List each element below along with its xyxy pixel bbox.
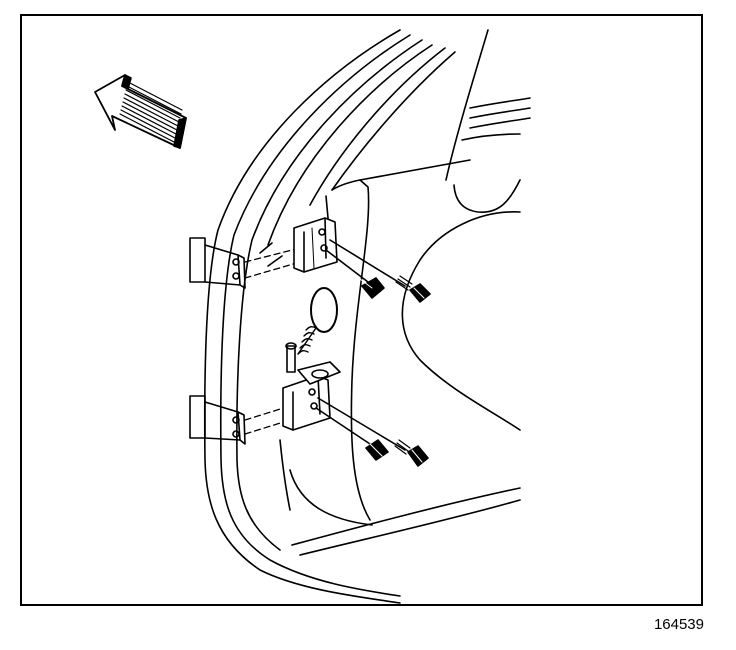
lower-bolt-2-icon: [317, 397, 429, 467]
upper-body-hinge-icon: [293, 217, 338, 273]
hinge-spring-icon: [297, 325, 317, 355]
door-side-lower-hinge: [189, 395, 246, 445]
lower-bolt-1-icon: [315, 407, 389, 461]
alignment-lines: [244, 247, 301, 435]
access-hole: [310, 287, 338, 333]
forward-arrow-icon: [94, 74, 187, 149]
body-pillar: [279, 97, 531, 556]
figure-number: 164539: [653, 616, 704, 633]
upper-bolt-2-icon: [329, 239, 431, 303]
door-side-upper-hinge: [189, 237, 246, 289]
door-frame-outline: [203, 29, 489, 604]
upper-bolt-1-icon: [325, 249, 385, 299]
lower-body-hinge-icon: [282, 342, 341, 431]
